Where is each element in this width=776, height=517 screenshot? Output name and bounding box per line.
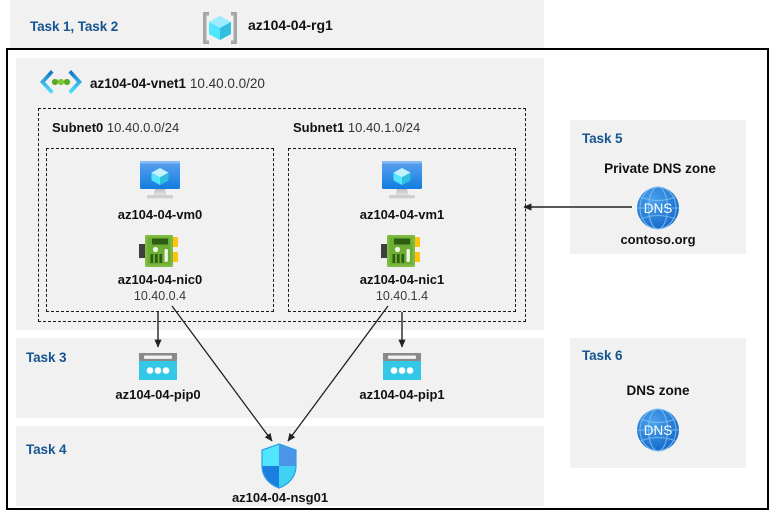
network-interface-icon — [378, 232, 424, 270]
subnet1-cidr: 10.40.1.0/24 — [347, 120, 421, 135]
resource-group-cube-icon — [196, 8, 244, 48]
vnet-address-space: 10.40.0.0/20 — [189, 76, 265, 91]
task-label-3: Task 3 — [26, 350, 67, 365]
vm1-name: az104-04-vm1 — [359, 207, 445, 222]
network-interface-icon — [136, 232, 182, 270]
svg-text:DNS: DNS — [644, 201, 673, 216]
task-label-4: Task 4 — [26, 442, 67, 457]
task3-panel — [16, 338, 544, 418]
subnet1-box — [288, 148, 516, 312]
private-dns-zone-title: Private DNS zone — [604, 161, 716, 176]
virtual-machine-icon — [375, 158, 429, 202]
task-label-5: Task 5 — [582, 131, 623, 146]
subnet1-name: Subnet1 — [293, 120, 345, 135]
nic1-ip: 10.40.1.4 — [375, 289, 429, 303]
dns-zone-title: DNS zone — [626, 383, 690, 398]
vnet-panel — [16, 58, 544, 330]
virtual-machine-icon — [133, 158, 187, 202]
virtual-network-icon — [36, 68, 86, 96]
nic0-ip: 10.40.0.4 — [133, 289, 187, 303]
resource-group-name: az104-04-rg1 — [248, 17, 333, 33]
task-label-6: Task 6 — [582, 348, 623, 363]
network-security-group-shield-icon — [256, 442, 302, 490]
subnets-container — [38, 108, 526, 322]
nic1-name: az104-04-nic1 — [359, 272, 445, 287]
vm0-name: az104-04-vm0 — [117, 207, 203, 222]
nic0-name: az104-04-nic0 — [117, 272, 203, 287]
vnet-label: az104-04-vnet1 10.40.0.0/20 — [90, 76, 265, 91]
subnet1-label: Subnet1 10.40.1.0/24 — [293, 120, 420, 135]
subnet0-cidr: 10.40.0.0/24 — [106, 120, 180, 135]
subnet0-name: Subnet0 — [52, 120, 104, 135]
public-ip-address-icon — [133, 350, 183, 384]
subnet0-label: Subnet0 10.40.0.0/24 — [52, 120, 179, 135]
task-label-1-2: Task 1, Task 2 — [30, 19, 119, 34]
dns-globe-icon: DNS — [633, 184, 683, 232]
dns-globe-icon: DNS — [633, 406, 683, 454]
pip0-name: az104-04-pip0 — [115, 387, 201, 402]
svg-text:DNS: DNS — [644, 423, 673, 438]
subnet0-box — [46, 148, 274, 312]
pip1-name: az104-04-pip1 — [359, 387, 445, 402]
nsg-name: az104-04-nsg01 — [231, 490, 329, 505]
vnet-name: az104-04-vnet1 — [90, 76, 187, 91]
public-ip-address-icon — [377, 350, 427, 384]
resource-group-header-band — [10, 0, 544, 48]
private-dns-zone-name: contoso.org — [620, 232, 696, 247]
